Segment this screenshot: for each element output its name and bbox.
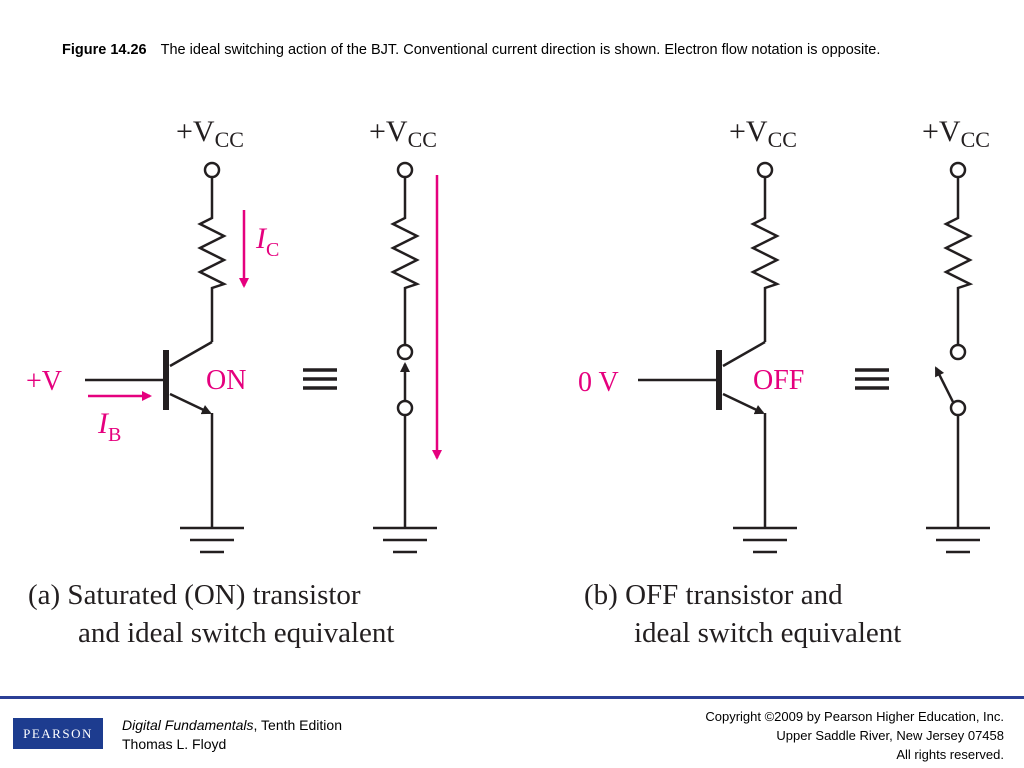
- book-author: Thomas L. Floyd: [122, 736, 227, 752]
- vcc-terminal-a2: [396, 161, 414, 179]
- collector-resistor-b: [750, 215, 781, 292]
- switch-contact-bottom-a: [396, 399, 414, 417]
- vcc-label-b2: +VCC: [922, 115, 990, 152]
- copyright-line-1: Copyright ©2009 by Pearson Higher Educat…: [705, 709, 1004, 724]
- vcc-terminal-a1: [203, 161, 221, 179]
- base-current-label: IB: [97, 407, 121, 446]
- vcc-terminal-b1: [756, 161, 774, 179]
- svg-text:+VCC: +VCC: [729, 115, 797, 152]
- input-label-a: +V: [26, 366, 62, 397]
- switch-blade-open: [934, 366, 955, 403]
- panel-b-caption-line1: (b) OFF transistor and: [584, 579, 843, 611]
- vcc-terminal-b2: [949, 161, 967, 179]
- book-title: Digital Fundamentals: [122, 717, 254, 733]
- svg-text:+VCC: +VCC: [176, 115, 244, 152]
- figure-caption-text: The ideal switching action of the BJT. C…: [160, 42, 881, 58]
- input-label-b: 0 V: [578, 367, 619, 398]
- copyright-notice: Copyright ©2009 by Pearson Higher Educat…: [705, 707, 1004, 764]
- ground-a2: [373, 526, 437, 554]
- panel-a-caption-line1: (a) Saturated (ON) transistor: [28, 579, 361, 611]
- panel-a-caption-line2: and ideal switch equivalent: [78, 617, 394, 649]
- collector-resistor-a: [197, 215, 228, 292]
- panel-b-switch-circuit: +VCC: [922, 115, 990, 554]
- emitter-lead-b: [722, 392, 765, 415]
- switch-contact-bottom-b: [949, 399, 967, 417]
- panel-a-transistor-circuit: +VCC: [85, 115, 244, 554]
- switch-contact-top-b: [949, 343, 967, 361]
- equivalence-symbol-b: [855, 368, 889, 390]
- panel-a-switch-circuit: +VCC: [369, 115, 437, 554]
- vcc-label-a1: +VCC: [176, 115, 244, 152]
- book-info: Digital Fundamentals, Tenth Edition Thom…: [122, 716, 342, 754]
- vcc-label-b1: +VCC: [729, 115, 797, 152]
- vcc-label-a2: +VCC: [369, 115, 437, 152]
- panel-b-caption-line2: ideal switch equivalent: [634, 617, 901, 649]
- panel-b-transistor-circuit: +VCC: [638, 115, 797, 554]
- figure-label: Figure 14.26: [62, 42, 147, 58]
- book-edition: , Tenth Edition: [253, 717, 342, 733]
- switch-contact-top-a: [396, 343, 414, 361]
- figure-caption: Figure 14.26 The ideal switching action o…: [62, 40, 952, 60]
- switch-resistor-a: [390, 215, 421, 292]
- emitter-lead-a: [169, 392, 212, 415]
- state-label-on: ON: [206, 365, 246, 396]
- pearson-logo: PEARSON: [13, 718, 103, 749]
- ground-b1: [733, 526, 797, 554]
- svg-text:+VCC: +VCC: [922, 115, 990, 152]
- svg-text:+VCC: +VCC: [369, 115, 437, 152]
- collector-current-label: IC: [255, 222, 279, 261]
- state-label-off: OFF: [753, 365, 804, 396]
- switch-resistor-b: [943, 215, 974, 292]
- copyright-line-2: Upper Saddle River, New Jersey 07458: [776, 728, 1004, 743]
- footer-divider: [0, 696, 1024, 699]
- ground-a1: [180, 526, 244, 554]
- equivalence-symbol-a: [303, 368, 337, 390]
- copyright-line-3: All rights reserved.: [896, 747, 1004, 762]
- ground-b2: [926, 526, 990, 554]
